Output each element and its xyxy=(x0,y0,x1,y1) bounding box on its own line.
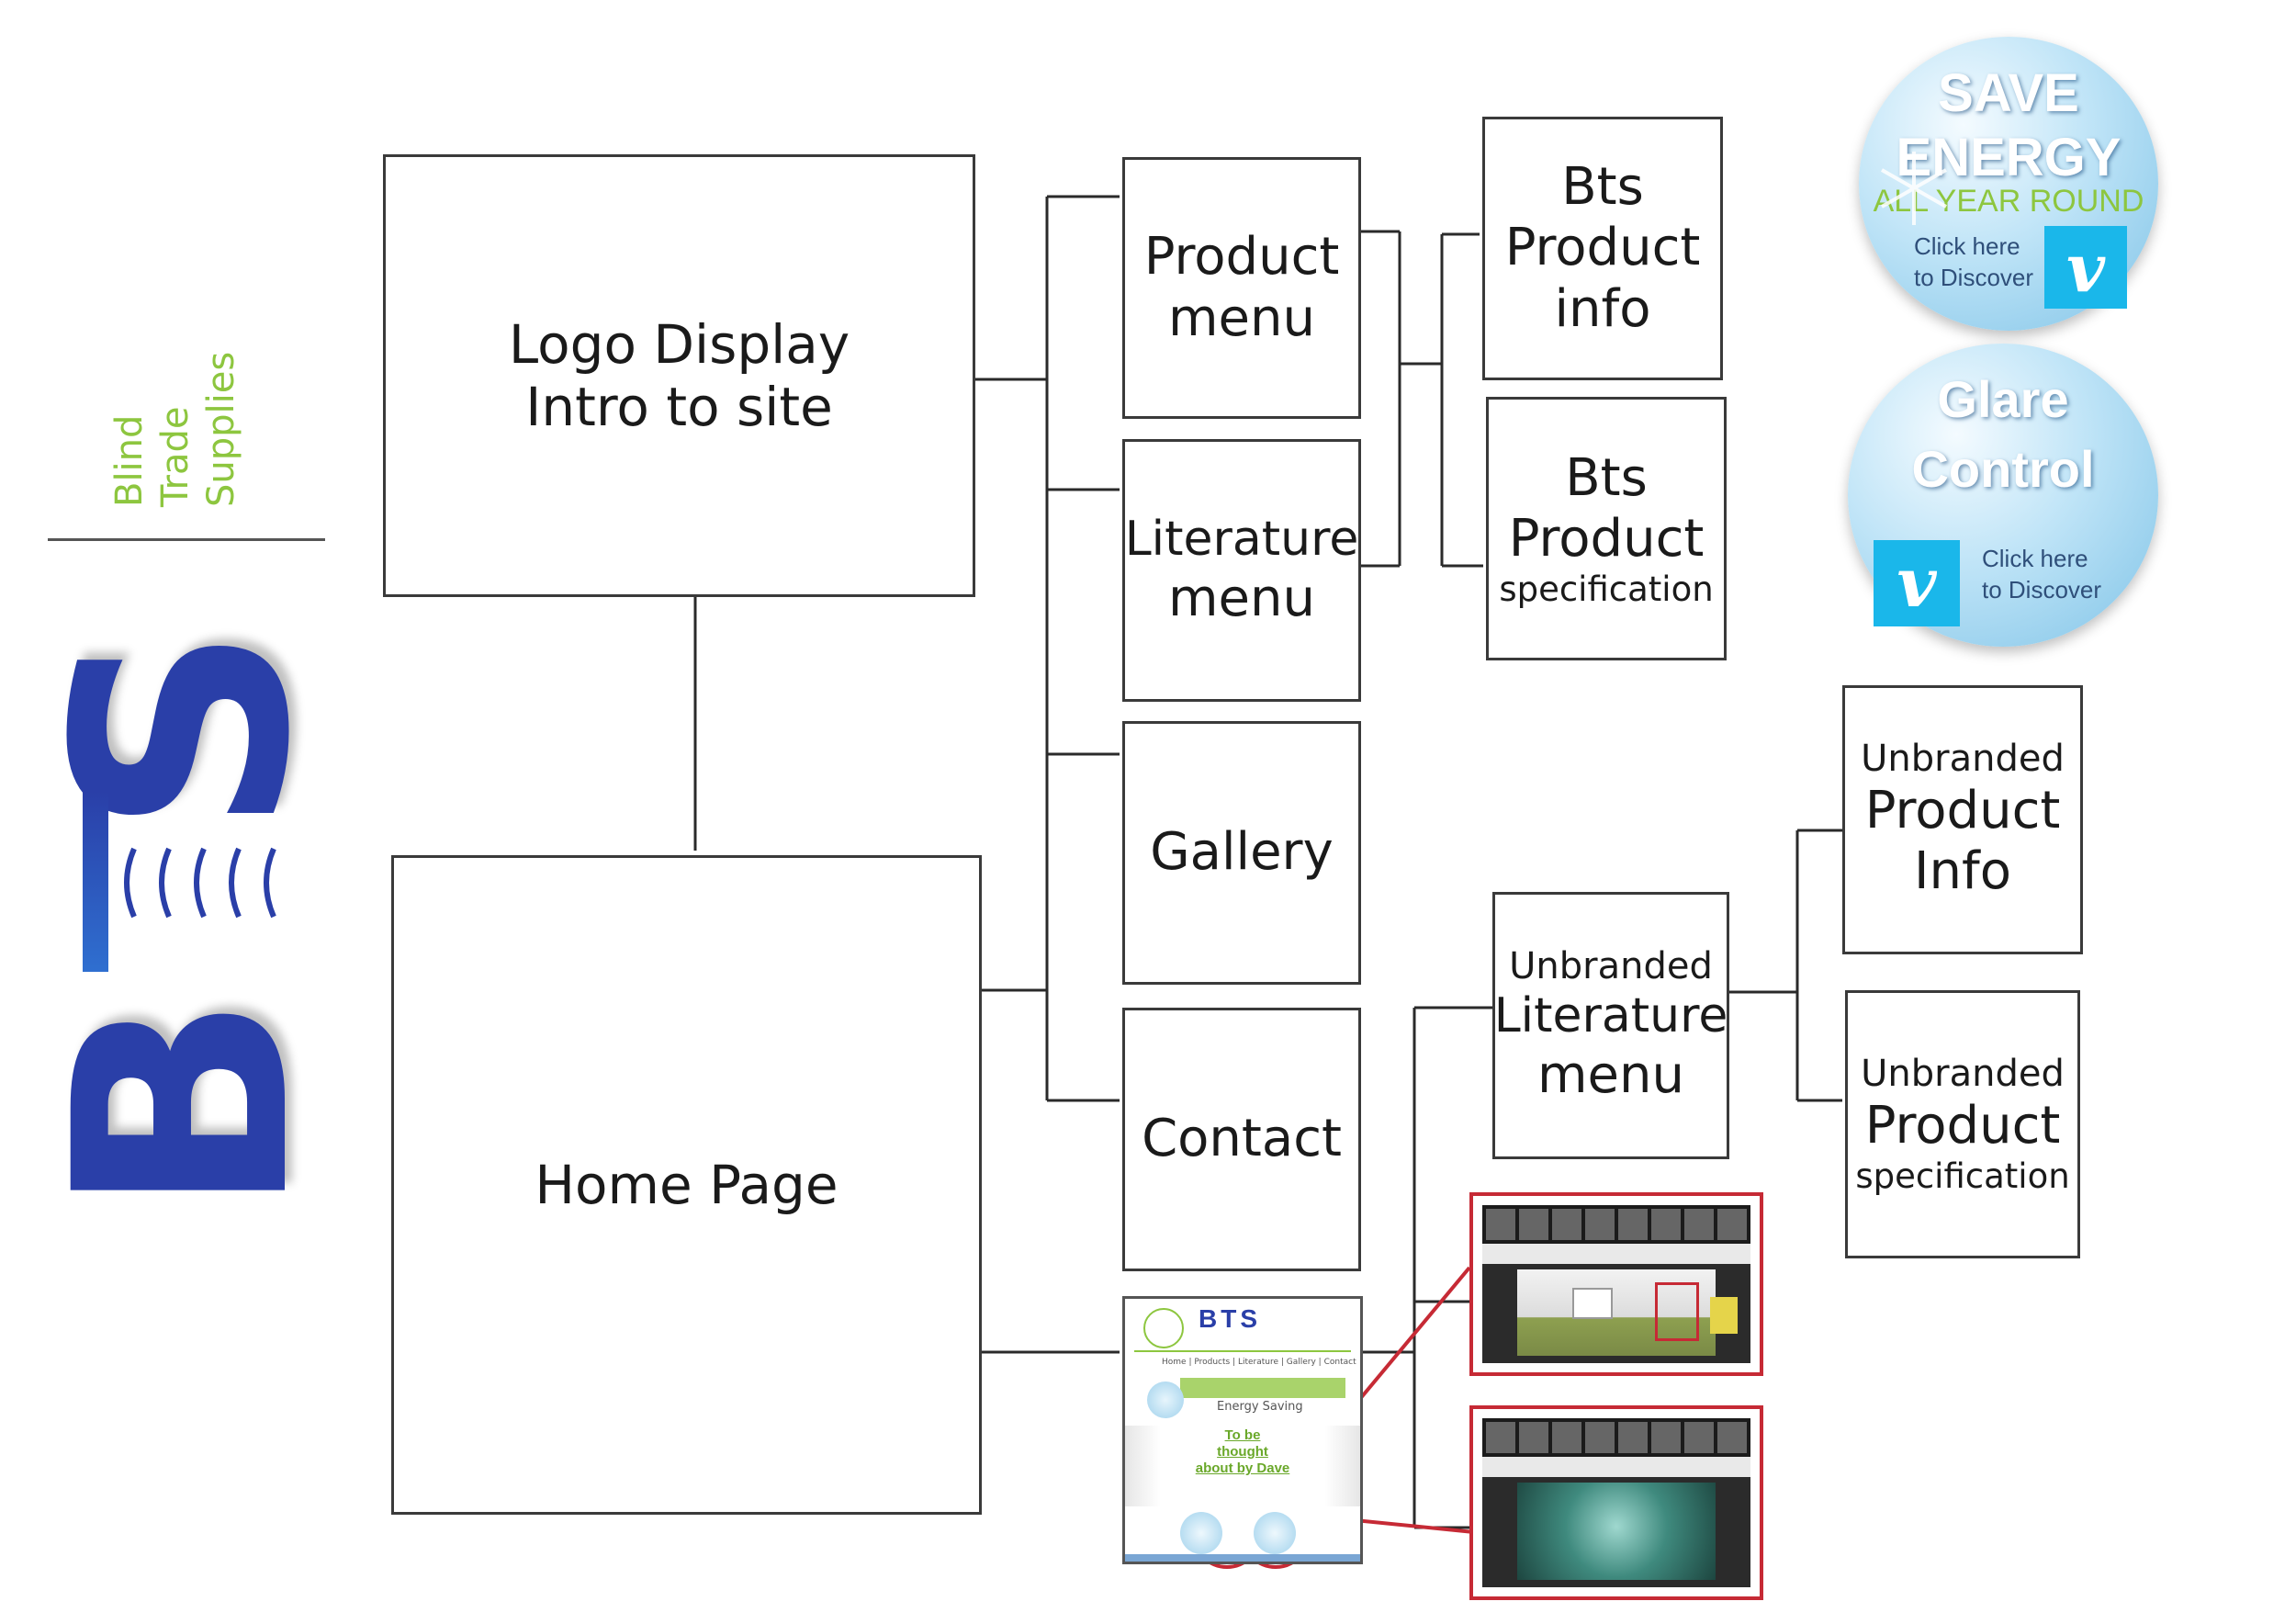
node-label-line: Contact xyxy=(1142,1109,1342,1169)
video-frame xyxy=(1482,1418,1750,1587)
site-note-line: To be xyxy=(1224,1427,1261,1443)
node-label-line: Product xyxy=(1143,227,1340,288)
site-banner: Energy Saving xyxy=(1217,1400,1303,1414)
site-badge-save-energy-icon[interactable] xyxy=(1180,1512,1222,1554)
brand-divider xyxy=(48,538,325,541)
badge-cta-line: Click here xyxy=(1982,545,2088,572)
node-label-line: Gallery xyxy=(1150,822,1334,883)
thumbnail-strip xyxy=(1482,1205,1750,1244)
node-bts-product-spec: Bts Product specification xyxy=(1486,397,1727,660)
badge-title-line: SAVE xyxy=(1938,63,2079,123)
badge-cta-line: to Discover xyxy=(1914,263,2034,291)
node-label-line: specification xyxy=(1499,569,1714,609)
player-toolbar xyxy=(1482,1244,1750,1264)
site-body xyxy=(1125,1426,1360,1506)
badge-title-line: Control xyxy=(1911,440,2095,498)
node-unbranded-literature-menu: Unbranded Literature menu xyxy=(1492,892,1729,1159)
node-label-line: menu xyxy=(1537,1044,1684,1105)
brand-letter-t xyxy=(83,792,108,972)
interior-scene xyxy=(1517,1269,1738,1356)
node-label-line: Info xyxy=(1914,841,2011,902)
site-brand: BTS xyxy=(1199,1304,1261,1333)
node-label-line: Product xyxy=(1864,781,2061,841)
brand-word-supplies: Supplies xyxy=(200,351,242,507)
node-label-line: menu xyxy=(1168,568,1315,628)
badge-cta: Click here to Discover xyxy=(1914,231,2033,294)
site-nav: Home | Products | Literature | Gallery |… xyxy=(1162,1358,1356,1367)
site-note-line: about by Dave xyxy=(1195,1460,1290,1476)
badge-save-energy[interactable]: SAVE ENERGY ALL YEAR ROUND Click here to… xyxy=(1859,37,2158,331)
brand-word-blind: Blind xyxy=(108,414,151,507)
site-banner-bar xyxy=(1180,1378,1345,1398)
video-screenshot-snow xyxy=(1469,1405,1763,1600)
node-label-line: Intro to site xyxy=(525,376,833,438)
chair-shape xyxy=(1710,1297,1738,1334)
badge-cta-line: to Discover xyxy=(1982,575,2102,603)
website-thumbnail: BTS Home | Products | Literature | Galle… xyxy=(1122,1296,1363,1564)
snowflake-icon xyxy=(1881,152,1947,225)
brand-letter-s: S xyxy=(13,624,355,836)
node-label-line: Literature xyxy=(1493,988,1728,1044)
node-label-line: Product xyxy=(1504,218,1701,278)
vimeo-icon[interactable]: v xyxy=(1874,540,1960,626)
node-unbranded-product-info: Unbranded Product Info xyxy=(1842,685,2083,954)
player-toolbar xyxy=(1482,1457,1750,1477)
node-home-page: Home Page xyxy=(391,855,982,1515)
node-literature-menu: Literature menu xyxy=(1122,439,1361,702)
window-shape xyxy=(1572,1288,1613,1319)
site-logo-icon xyxy=(1143,1308,1184,1348)
site-badge-icon xyxy=(1147,1382,1184,1418)
node-label-line: Literature xyxy=(1124,512,1359,568)
node-label-line: Product xyxy=(1864,1095,2061,1156)
node-label-line: Home Page xyxy=(535,1153,838,1216)
node-product-menu: Product menu xyxy=(1122,157,1361,419)
node-gallery: Gallery xyxy=(1122,721,1361,985)
node-label-line: Unbranded xyxy=(1861,1052,2065,1095)
node-label-line: info xyxy=(1554,278,1651,339)
site-footer xyxy=(1125,1554,1360,1562)
snow-scene xyxy=(1517,1483,1716,1580)
node-bts-product-info: Bts Product info xyxy=(1482,117,1723,380)
blind-frame xyxy=(1655,1282,1699,1341)
node-unbranded-product-spec: Unbranded Product specification xyxy=(1845,990,2080,1258)
video-frame xyxy=(1482,1205,1750,1363)
video-screenshot-interior xyxy=(1469,1192,1763,1376)
site-rule xyxy=(1134,1350,1351,1352)
brand-word-trade: Trade xyxy=(154,406,197,507)
node-logo-display: Logo Display Intro to site xyxy=(383,154,975,597)
signal-waves-icon xyxy=(124,847,276,919)
node-label-line: specification xyxy=(1855,1156,2070,1196)
badge-cta: Click here to Discover xyxy=(1982,544,2101,606)
node-label-line: Product xyxy=(1508,508,1705,569)
badge-title-line: Glare xyxy=(1937,370,2069,428)
badge-cta-line: Click here xyxy=(1914,232,2020,260)
site-note: To be thought about by Dave xyxy=(1125,1427,1360,1477)
node-contact: Contact xyxy=(1122,1008,1361,1271)
node-label-line: Bts xyxy=(1565,447,1648,508)
site-badge-glare-icon[interactable] xyxy=(1254,1512,1296,1554)
node-label-line: Unbranded xyxy=(1509,945,1713,988)
node-label-line: Logo Display xyxy=(508,312,850,376)
badge-glare-control[interactable]: Glare Control v Click here to Discover xyxy=(1848,344,2158,647)
site-note-line: thought xyxy=(1217,1444,1268,1460)
node-label-line: Unbranded xyxy=(1861,737,2065,780)
thumbnail-strip xyxy=(1482,1418,1750,1457)
brand-letter-b: B xyxy=(13,993,355,1217)
node-label-line: menu xyxy=(1168,288,1315,348)
vimeo-icon[interactable]: v xyxy=(2044,226,2127,309)
node-label-line: Bts xyxy=(1561,157,1644,218)
